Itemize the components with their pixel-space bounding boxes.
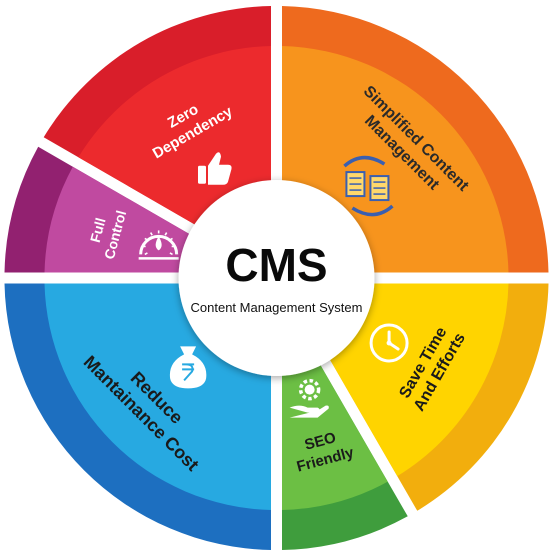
- gauge-icon: [138, 230, 179, 260]
- segment-inner-fill: [282, 332, 388, 510]
- money-bag-icon: [169, 346, 207, 389]
- seo-gear-hand-icon: [289, 378, 329, 418]
- thumbs-up-icon: [198, 152, 232, 185]
- center-title: CMS: [225, 239, 327, 291]
- center-subtitle: Content Management System: [191, 300, 363, 315]
- center-hub: CMS Content Management System: [178, 180, 375, 376]
- documents-transfer-icon: [343, 155, 394, 217]
- segment-label-line: Full: [87, 216, 109, 244]
- clock-icon: [369, 323, 409, 363]
- segment-inner-fill: [311, 283, 509, 477]
- segment-inner-fill: [44, 166, 222, 273]
- center-circle: [178, 180, 375, 376]
- segment-inner-fill: [78, 46, 271, 244]
